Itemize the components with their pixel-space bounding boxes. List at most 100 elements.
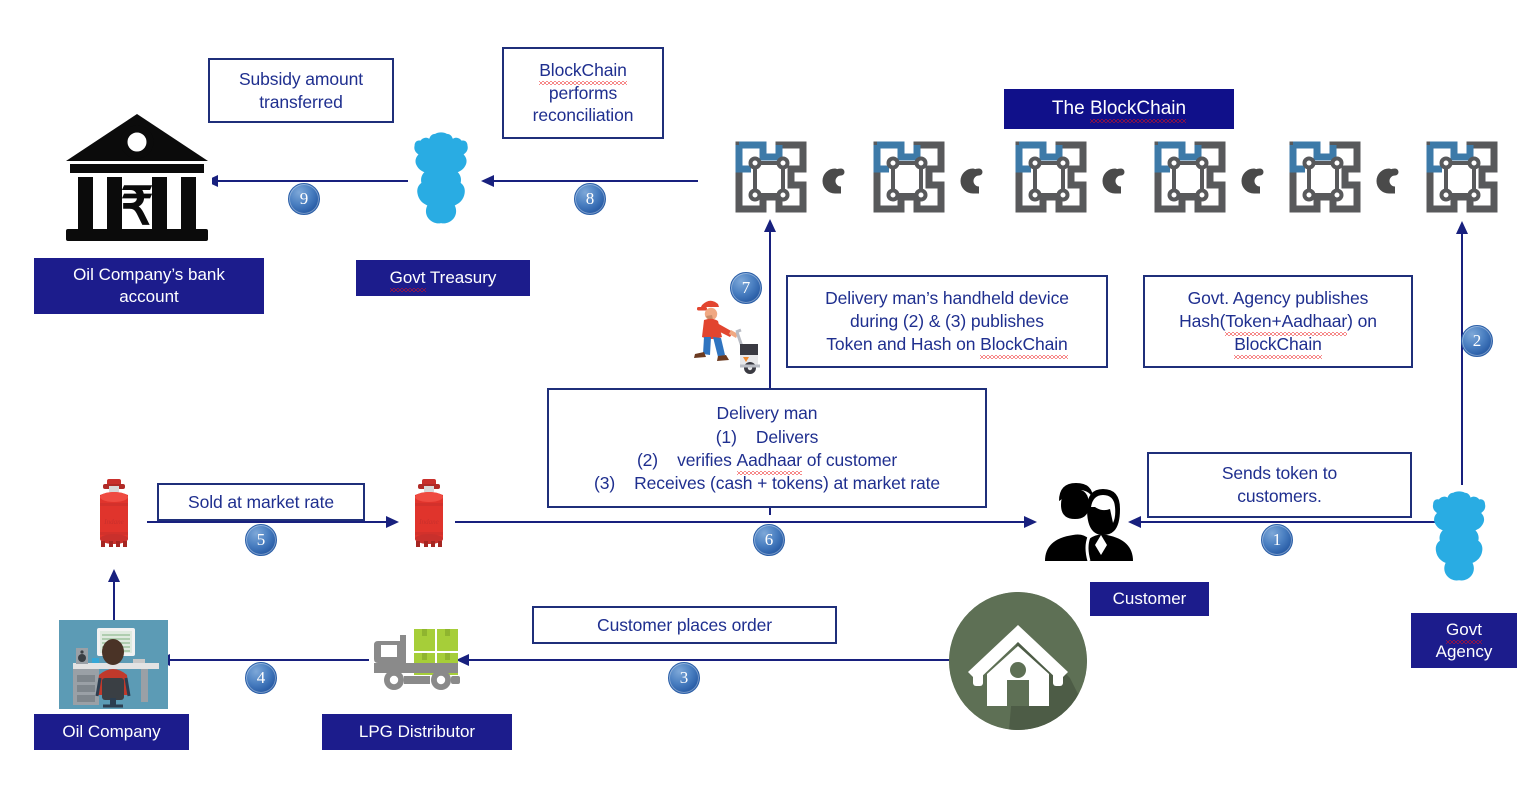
- callout-sends-token-to-customers: Sends token to customers.: [1147, 452, 1412, 518]
- recon-line2: performs: [548, 82, 618, 103]
- arrow-1-line: [1140, 521, 1445, 523]
- arrow-7-head: [764, 219, 776, 232]
- badge-6-number: 6: [764, 530, 774, 549]
- arrow-7-line: [769, 230, 771, 515]
- agency-pub-line3: BlockChain: [1234, 333, 1322, 359]
- arrow-3-head: [456, 654, 469, 666]
- label-oil-company: Oil Company: [34, 714, 189, 750]
- step-badge-3: 3: [668, 662, 700, 694]
- blockchain-block-icon: [1013, 139, 1089, 219]
- sold-line1: Sold at market rate: [188, 491, 334, 512]
- label-lpg-distributor: LPG Distributor: [322, 714, 512, 750]
- chain-link-icon: [818, 166, 858, 196]
- agency-label-govt: Govt: [1446, 619, 1482, 644]
- arrow-2-head: [1456, 221, 1468, 234]
- blockchain-block-icon: [1152, 139, 1228, 219]
- label-govt-agency: Govt Agency: [1411, 613, 1517, 668]
- step-badge-8: 8: [574, 183, 606, 215]
- arrow-9-line: [218, 180, 408, 182]
- subsidy-line1: Subsidy amount: [238, 68, 364, 89]
- bank-label-line1: Oil Company’s bank: [73, 265, 225, 285]
- arrow-5-line: [147, 521, 387, 523]
- arrow-6-line: [455, 521, 1025, 523]
- customer-label: Customer: [1112, 589, 1187, 609]
- bc-title-the: The: [1051, 98, 1090, 119]
- treasury-word-treasury: Treasury: [425, 268, 497, 288]
- badge-1-number: 1: [1272, 530, 1282, 549]
- govt-treasury-emblem-icon: [408, 128, 478, 228]
- arrow-oilcompany-to-cylinder-line: [113, 580, 115, 640]
- callout-govt-agency-publishes-hash: Govt. Agency publishes Hash(Token+Aadhaa…: [1143, 275, 1413, 368]
- badge-2-number: 2: [1472, 331, 1482, 350]
- lpg-label: LPG Distributor: [358, 722, 476, 742]
- badge-5-number: 5: [256, 530, 266, 549]
- callout-customer-places-order: Customer places order: [532, 606, 837, 644]
- label-customer: Customer: [1090, 582, 1209, 616]
- arrow-2-line: [1461, 232, 1463, 485]
- step-badge-7: 7: [730, 272, 762, 304]
- blockchain-block-icon: [871, 139, 947, 219]
- arrow-6-head: [1024, 516, 1037, 528]
- arrow-3-line: [468, 659, 968, 661]
- badge-3-number: 3: [679, 668, 689, 687]
- chain-link-icon: [1372, 166, 1412, 196]
- step-badge-6: 6: [753, 524, 785, 556]
- lpg-cylinder-icon: Indane: [88, 477, 140, 552]
- dm-line1: Delivery man: [716, 402, 818, 423]
- device-line1: Delivery man’s handheld device: [825, 288, 1069, 309]
- callout-delivery-man-steps: Delivery man (1) Delivers (2) verifies A…: [547, 388, 987, 508]
- callout-delivery-device-publishes: Delivery man’s handheld device during (2…: [786, 275, 1108, 368]
- svg-text:Indane: Indane: [103, 518, 123, 526]
- blockchain-block-icon: [1287, 139, 1363, 219]
- agency-pub-line2: Hash(Token+Aadhaar) on: [1179, 311, 1377, 336]
- badge-4-number: 4: [256, 668, 266, 687]
- recon-line1: BlockChain: [539, 59, 627, 85]
- device-line2: during (2) & (3) publishes: [850, 311, 1044, 332]
- bc-title-blockchain: BlockChain: [1089, 98, 1187, 123]
- arrow-8-head: [481, 175, 494, 187]
- agency-pub-line1: Govt. Agency publishes: [1187, 288, 1369, 309]
- sends-line1: Sends token to: [1221, 463, 1338, 484]
- bank-label-line2: account: [119, 287, 179, 306]
- blockchain-block-icon: [733, 139, 809, 219]
- oilco-label: Oil Company: [62, 722, 161, 742]
- order-line1: Customer places order: [597, 614, 772, 635]
- blockchain-block-icon: [1424, 139, 1500, 219]
- label-oil-company-bank-account: Oil Company’s bank account: [34, 258, 264, 314]
- recon-line3: reconciliation: [532, 105, 634, 126]
- chain-link-icon: [956, 166, 996, 196]
- chain-link-icon: [1237, 166, 1277, 196]
- customer-couple-icon: [1039, 481, 1133, 563]
- oil-company-desk-icon: [59, 620, 168, 709]
- step-badge-5: 5: [245, 524, 277, 556]
- lpg-truck-icon: [372, 627, 464, 692]
- step-badge-2: 2: [1461, 325, 1493, 357]
- lpg-cylinder-icon: Indane: [403, 477, 455, 552]
- blockchain-title-bar: The BlockChain: [1004, 89, 1234, 129]
- govt-agency-emblem-icon: [1427, 487, 1495, 585]
- delivery-man-icon: [682, 292, 764, 378]
- callout-blockchain-performs-reconciliation: BlockChain performs reconciliation: [502, 47, 664, 139]
- dm-line3: (2) verifies Aadhaar of customer: [636, 450, 898, 475]
- arrow-8-line: [493, 180, 698, 182]
- step-badge-9: 9: [288, 183, 320, 215]
- svg-text:Indane: Indane: [418, 518, 438, 526]
- dm-line2: (1) Delivers: [715, 427, 819, 448]
- badge-9-number: 9: [299, 189, 309, 208]
- home-icon: [949, 592, 1087, 730]
- callout-subsidy-amount-transferred: Subsidy amount transferred: [208, 58, 394, 123]
- arrow-5-head: [386, 516, 399, 528]
- svg-text:₹: ₹: [120, 179, 153, 236]
- arrow-1-head: [1128, 516, 1141, 528]
- chain-link-icon: [1098, 166, 1138, 196]
- sends-line2: customers.: [1237, 486, 1322, 506]
- treasury-word-govt: Govt: [389, 268, 426, 292]
- step-badge-1: 1: [1261, 524, 1293, 556]
- dm-line4: (3) Receives (cash + tokens) at market r…: [593, 472, 941, 493]
- agency-label-agency: Agency: [1435, 641, 1493, 661]
- subsidy-line2: transferred: [259, 91, 343, 112]
- arrow-4-line: [168, 659, 369, 661]
- label-govt-treasury: Govt Treasury: [356, 260, 530, 296]
- bank-icon: ₹: [62, 106, 212, 246]
